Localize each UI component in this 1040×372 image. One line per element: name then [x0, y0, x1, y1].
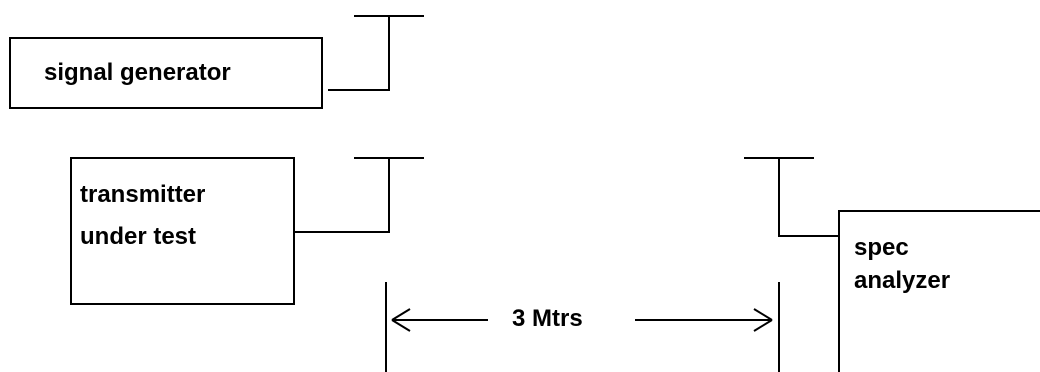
distance-label: 3 Mtrs	[512, 305, 583, 332]
spec-analyzer-label-line1: spec	[854, 234, 909, 261]
spec-analyzer-box	[838, 210, 1040, 372]
transmitter-antenna	[294, 157, 424, 233]
transmitter-label-line1: transmitter	[80, 181, 206, 208]
distance-arrow-right	[635, 308, 773, 332]
distance-arrow-left	[391, 308, 488, 332]
signal-generator-box	[9, 37, 323, 109]
transmitter-label-line2: under test	[80, 223, 197, 250]
spec-analyzer-label-line2: analyzer	[854, 267, 951, 294]
signal-generator-label: signal generator	[44, 59, 231, 86]
spec-analyzer-antenna	[744, 157, 839, 237]
signal-generator-antenna	[328, 15, 424, 91]
